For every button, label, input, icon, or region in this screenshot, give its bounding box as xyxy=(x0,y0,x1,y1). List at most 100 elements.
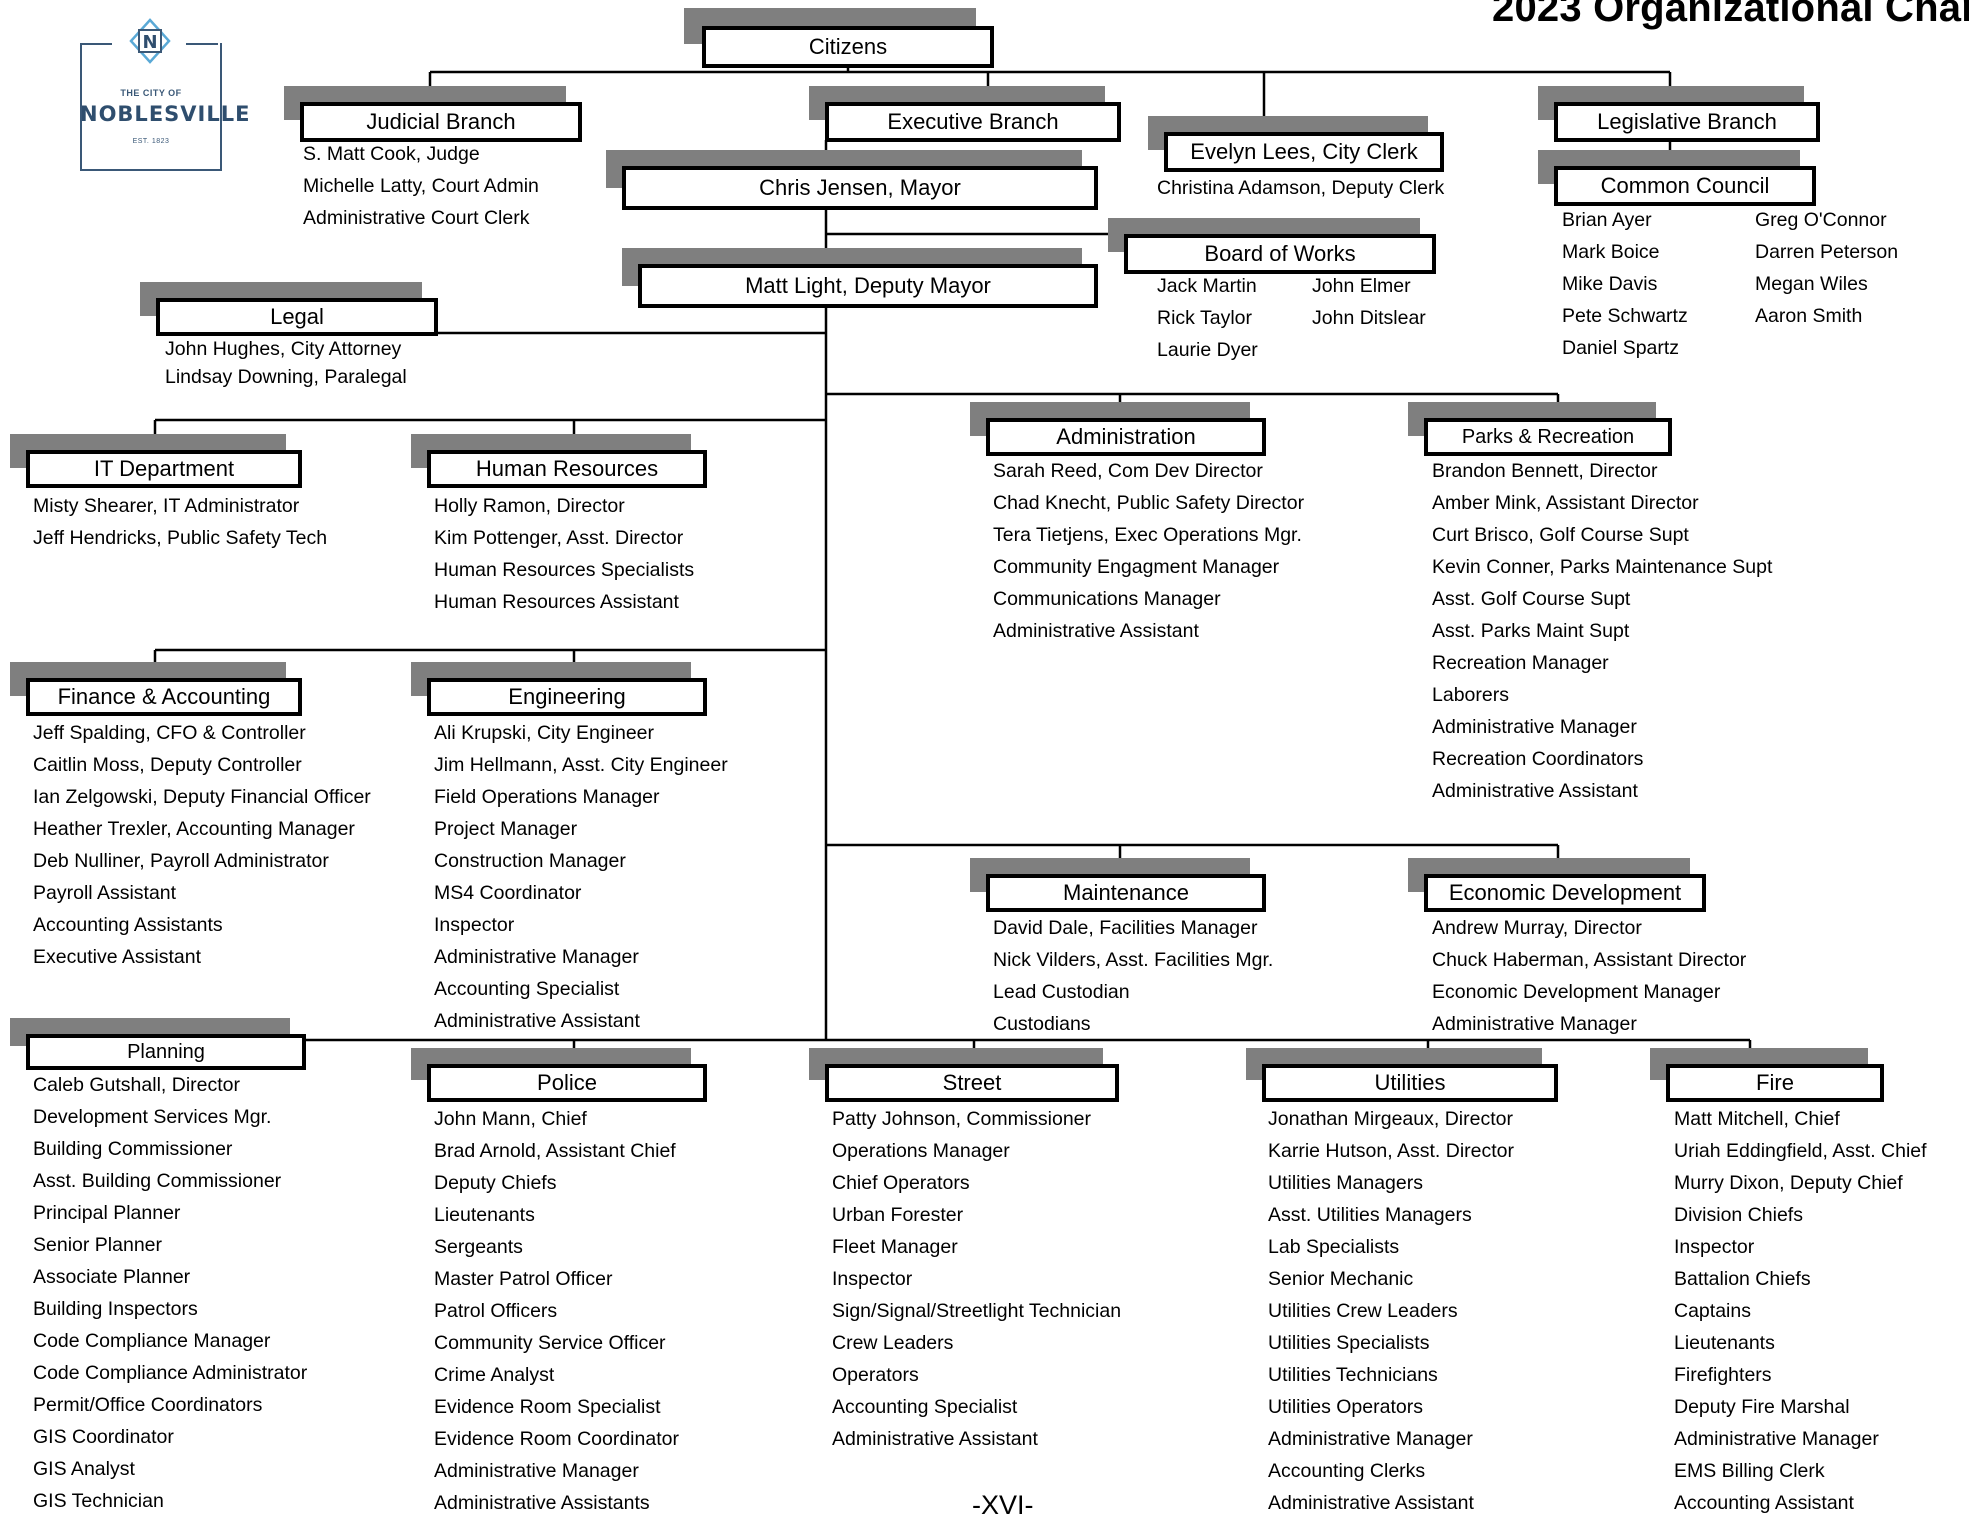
hr-label: Human Resources xyxy=(427,450,707,488)
street-item: Urban Forester xyxy=(832,1204,964,1226)
police-item: Administrative Assistants xyxy=(434,1492,650,1514)
council-list-col2: Greg O'Connor Darren Peterson Megan Wile… xyxy=(1755,204,1898,332)
engineering-item: Accounting Specialist xyxy=(434,978,620,1000)
econ-item: Chuck Haberman, Assistant Director xyxy=(1432,949,1747,971)
planning-item: Code Compliance Manager xyxy=(33,1330,271,1352)
mayor-label: Chris Jensen, Mayor xyxy=(622,166,1098,210)
fire-item: EMS Billing Clerk xyxy=(1674,1460,1825,1482)
parks-item: Administrative Manager xyxy=(1432,716,1637,738)
board-label: Board of Works xyxy=(1124,234,1436,274)
street-item: Crew Leaders xyxy=(832,1332,954,1354)
engineering-item: Construction Manager xyxy=(434,850,626,872)
planning-item: GIS Analyst xyxy=(33,1458,135,1480)
utilities-item: Utilities Technicians xyxy=(1268,1364,1438,1386)
legislative-label: Legislative Branch xyxy=(1554,102,1820,142)
board-member: Jack Martin xyxy=(1157,275,1257,297)
maintenance-list: David Dale, Facilities Manager Nick Vild… xyxy=(993,912,1273,1040)
street-item: Accounting Specialist xyxy=(832,1396,1018,1418)
council-list-col1: Brian Ayer Mark Boice Mike Davis Pete Sc… xyxy=(1562,204,1688,364)
maintenance-item: David Dale, Facilities Manager xyxy=(993,917,1258,939)
parks-label: Parks & Recreation xyxy=(1424,418,1672,456)
parks-item: Kevin Conner, Parks Maintenance Supt xyxy=(1432,556,1773,578)
utilities-item: Utilities Specialists xyxy=(1268,1332,1430,1354)
utilities-list: Jonathan Mirgeaux, Director Karrie Hutso… xyxy=(1268,1103,1514,1519)
police-item: John Mann, Chief xyxy=(434,1108,587,1130)
fire-item: Captains xyxy=(1674,1300,1751,1322)
clerk-item: Christina Adamson, Deputy Clerk xyxy=(1157,177,1445,199)
street-list: Patty Johnson, Commissioner Operations M… xyxy=(832,1103,1121,1455)
council-member: Mike Davis xyxy=(1562,273,1658,295)
it-list: Misty Shearer, IT Administrator Jeff Hen… xyxy=(33,490,327,554)
police-item: Master Patrol Officer xyxy=(434,1268,613,1290)
deputy-mayor-label: Matt Light, Deputy Mayor xyxy=(638,264,1098,308)
parks-list: Brandon Bennett, Director Amber Mink, As… xyxy=(1432,455,1772,807)
fire-item: Division Chiefs xyxy=(1674,1204,1803,1226)
executive-label: Executive Branch xyxy=(825,102,1121,142)
street-item: Fleet Manager xyxy=(832,1236,958,1258)
hr-item: Holly Ramon, Director xyxy=(434,495,625,517)
legal-item: John Hughes, City Attorney xyxy=(165,338,402,360)
citizens-label: Citizens xyxy=(702,26,994,68)
legal-label: Legal xyxy=(156,298,438,336)
police-item: Community Service Officer xyxy=(434,1332,666,1354)
utilities-item: Senior Mechanic xyxy=(1268,1268,1414,1290)
police-item: Brad Arnold, Assistant Chief xyxy=(434,1140,676,1162)
fire-label: Fire xyxy=(1666,1064,1884,1102)
fire-item: Accounting Assistant xyxy=(1674,1492,1854,1514)
police-item: Evidence Room Coordinator xyxy=(434,1428,679,1450)
finance-label: Finance & Accounting xyxy=(26,678,302,716)
planning-item: Building Commissioner xyxy=(33,1138,233,1160)
finance-item: Deb Nulliner, Payroll Administrator xyxy=(33,850,329,872)
judicial-item: Administrative Court Clerk xyxy=(303,207,530,229)
parks-item: Recreation Manager xyxy=(1432,652,1609,674)
planning-list: Caleb Gutshall, Director Development Ser… xyxy=(33,1069,307,1517)
council-member: Daniel Spartz xyxy=(1562,337,1680,359)
fire-item: Uriah Eddingfield, Asst. Chief xyxy=(1674,1140,1927,1162)
engineering-item: Administrative Manager xyxy=(434,946,639,968)
parks-item: Administrative Assistant xyxy=(1432,780,1638,802)
engineering-item: MS4 Coordinator xyxy=(434,882,582,904)
utilities-item: Utilities Managers xyxy=(1268,1172,1423,1194)
utilities-item: Lab Specialists xyxy=(1268,1236,1400,1258)
maintenance-label: Maintenance xyxy=(986,874,1266,912)
planning-item: Building Inspectors xyxy=(33,1298,198,1320)
utilities-label: Utilities xyxy=(1262,1064,1558,1102)
admin-label: Administration xyxy=(986,418,1266,456)
engineering-item: Jim Hellmann, Asst. City Engineer xyxy=(434,754,728,776)
fire-item: Firefighters xyxy=(1674,1364,1772,1386)
it-item: Jeff Hendricks, Public Safety Tech xyxy=(33,527,328,549)
legal-item: Lindsay Downing, Paralegal xyxy=(165,366,407,388)
fire-item: Battalion Chiefs xyxy=(1674,1268,1811,1290)
admin-item: Tera Tietjens, Exec Operations Mgr. xyxy=(993,524,1302,546)
logo-line-2: NOBLESVILLE xyxy=(80,102,251,126)
engineering-list: Ali Krupski, City Engineer Jim Hellmann,… xyxy=(434,717,728,1037)
parks-item: Amber Mink, Assistant Director xyxy=(1432,492,1699,514)
finance-item: Heather Trexler, Accounting Manager xyxy=(33,818,355,840)
hr-item: Human Resources Assistant xyxy=(434,591,679,613)
econ-item: Administrative Manager xyxy=(1432,1013,1637,1035)
street-label: Street xyxy=(825,1064,1119,1102)
board-list-col1: Jack Martin Rick Taylor Laurie Dyer xyxy=(1157,270,1258,366)
maintenance-item: Lead Custodian xyxy=(993,981,1130,1003)
finance-item: Payroll Assistant xyxy=(33,882,177,904)
police-label: Police xyxy=(427,1064,707,1102)
council-member: Aaron Smith xyxy=(1755,305,1863,327)
logo-line-1: THE CITY OF xyxy=(120,88,182,98)
city-logo-n-mark-icon: N xyxy=(129,18,171,64)
engineering-item: Ali Krupski, City Engineer xyxy=(434,722,655,744)
fire-item: Inspector xyxy=(1674,1236,1755,1258)
admin-item: Community Engagment Manager xyxy=(993,556,1280,578)
police-list: John Mann, Chief Brad Arnold, Assistant … xyxy=(434,1103,679,1519)
council-label: Common Council xyxy=(1554,166,1816,206)
admin-item: Sarah Reed, Com Dev Director xyxy=(993,460,1263,482)
parks-item: Asst. Golf Course Supt xyxy=(1432,588,1631,610)
council-member: Greg O'Connor xyxy=(1755,209,1887,231)
engineering-item: Field Operations Manager xyxy=(434,786,660,808)
engineering-item: Administrative Assistant xyxy=(434,1010,640,1032)
hr-item: Human Resources Specialists xyxy=(434,559,695,581)
svg-text:N: N xyxy=(142,32,157,53)
chart-title: 2023 Organizational Chart xyxy=(1492,0,1969,30)
city-logo: N THE CITY OF NOBLESVILLE EST. 1823 xyxy=(80,18,251,176)
planning-label: Planning xyxy=(26,1034,306,1070)
econ-item: Economic Development Manager xyxy=(1432,981,1721,1003)
